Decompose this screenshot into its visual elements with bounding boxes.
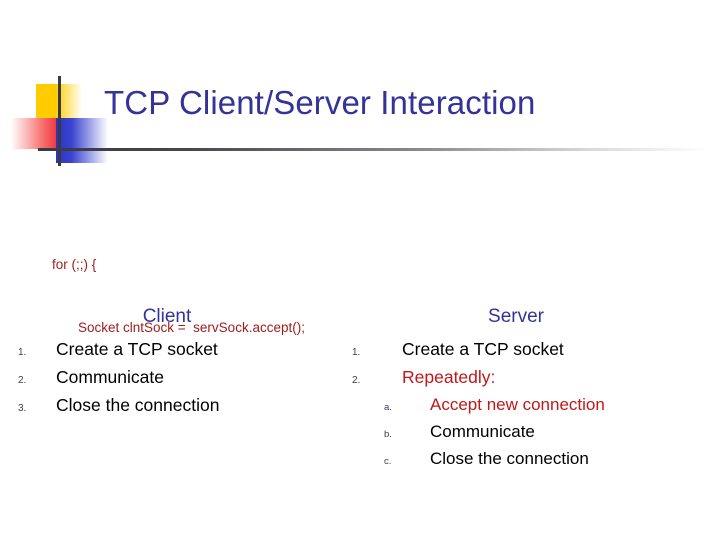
substep-marker: a. <box>384 402 392 413</box>
code-snippet: for (;;) { Socket clntSock = servSock.ac… <box>52 212 305 380</box>
client-step-list: 1. Create a TCP socket 2. Communicate 3.… <box>14 335 344 419</box>
slide-title-block: TCP Client/Server Interaction <box>0 0 720 175</box>
list-item: c. Close the connection <box>348 445 708 472</box>
step-marker: 1. <box>352 347 361 358</box>
list-item: 2. Communicate <box>14 363 344 391</box>
substep-marker: b. <box>384 429 392 440</box>
step-label: Close the connection <box>56 395 220 415</box>
logo-blue-square <box>56 118 108 163</box>
server-step-list: 1. Create a TCP socket 2. Repeatedly: <box>348 335 708 391</box>
list-item: a. Accept new connection <box>348 391 708 418</box>
step-marker: 3. <box>18 403 27 414</box>
title-divider-rule <box>38 148 708 151</box>
step-marker: 2. <box>18 375 27 386</box>
server-column: Server 1. Create a TCP socket 2. Repeate… <box>348 305 708 472</box>
step-label: Create a TCP socket <box>402 339 564 359</box>
code-line-for-loop: for (;;) { <box>52 257 97 272</box>
step-label: Create a TCP socket <box>56 339 218 359</box>
page-title: TCP Client/Server Interaction <box>104 84 536 121</box>
substep-marker: c. <box>384 456 392 467</box>
client-column: Client 1. Create a TCP socket 2. Communi… <box>14 305 344 419</box>
step-marker: 2. <box>352 375 361 386</box>
substep-label: Accept new connection <box>430 395 605 414</box>
list-item: 1. Create a TCP socket <box>348 335 708 363</box>
step-label: Repeatedly: <box>402 367 496 387</box>
server-substep-list: a. Accept new connection b. Communicate … <box>348 391 708 472</box>
list-item: 2. Repeatedly: <box>348 363 708 391</box>
logo-vertical-line <box>58 76 61 166</box>
decorative-logo <box>0 0 130 175</box>
substep-label: Communicate <box>430 422 535 441</box>
list-item: b. Communicate <box>348 418 708 445</box>
code-line-accept: Socket clntSock = servSock.accept(); <box>78 320 305 335</box>
list-item: 3. Close the connection <box>14 391 344 419</box>
step-label: Communicate <box>56 367 164 387</box>
substep-label: Close the connection <box>430 449 589 468</box>
step-marker: 1. <box>18 347 27 358</box>
list-item: 1. Create a TCP socket <box>14 335 344 363</box>
client-heading: Client <box>142 306 192 327</box>
server-heading: Server <box>488 306 544 327</box>
logo-red-square <box>11 118 59 149</box>
